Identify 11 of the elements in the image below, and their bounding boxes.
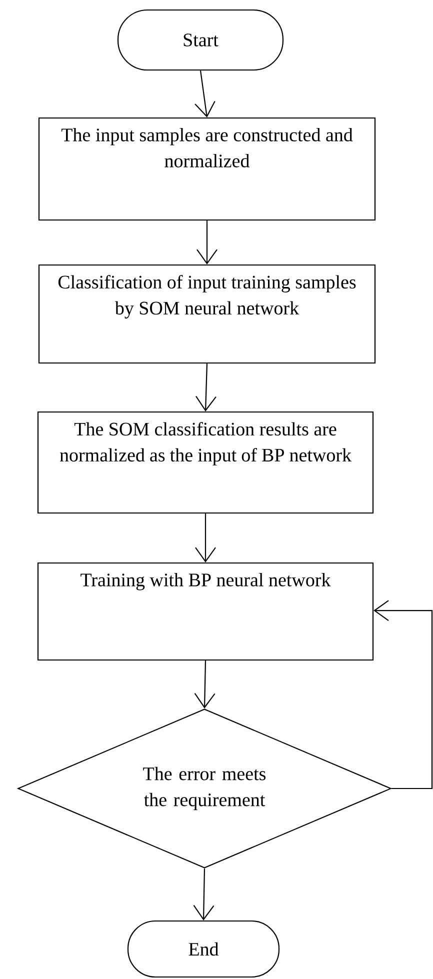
- process-box: The SOM classification results are normalized as the input of BP network: [37, 411, 374, 514]
- process-box: The input samples are constructed and normalized: [38, 117, 376, 221]
- arrow: [194, 70, 216, 118]
- arrow: [194, 660, 216, 708]
- arrow: [195, 514, 216, 562]
- arrow: [193, 868, 214, 920]
- process-box: Training with BP neural network: [37, 562, 374, 661]
- arrow: [196, 220, 218, 264]
- arrow: [196, 364, 216, 412]
- arrow: [374, 600, 433, 790]
- process-box: Classification of input training samples by SOM neural network: [38, 264, 376, 364]
